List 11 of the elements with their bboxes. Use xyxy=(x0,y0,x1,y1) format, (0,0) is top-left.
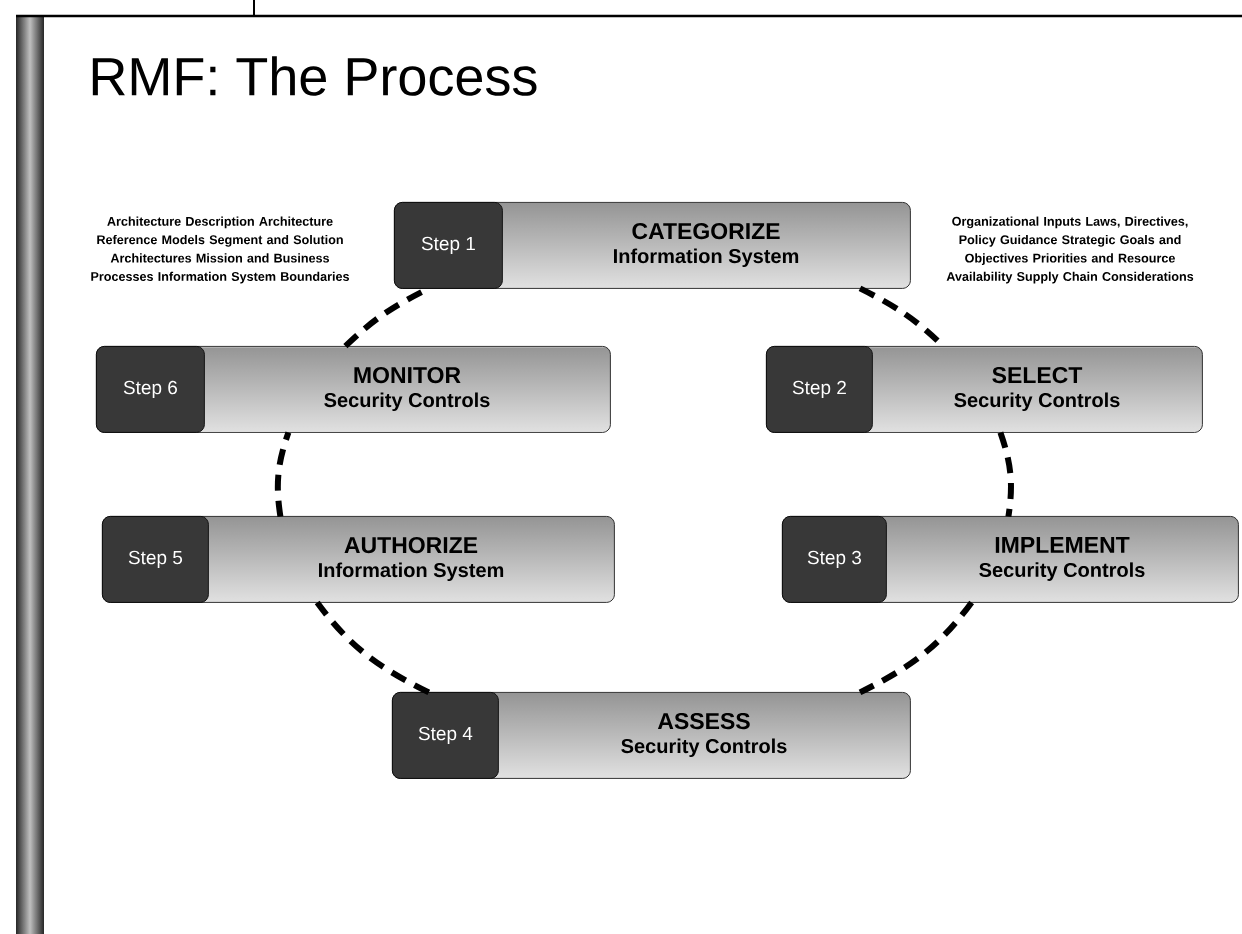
step-tab: Step 1 xyxy=(394,202,503,289)
dashed-arc xyxy=(997,431,1014,518)
step-tab: Step 6 xyxy=(96,346,205,433)
step-tab: Step 2 xyxy=(766,346,873,433)
step-tab: Step 4 xyxy=(392,692,499,779)
step-tab: Step 5 xyxy=(102,516,209,603)
dashed-arc xyxy=(314,600,431,696)
dashed-arc xyxy=(274,431,292,518)
dashed-arc xyxy=(858,600,974,696)
title: RMF: The Process xyxy=(92,56,537,96)
step-tab: Step 3 xyxy=(782,516,887,603)
